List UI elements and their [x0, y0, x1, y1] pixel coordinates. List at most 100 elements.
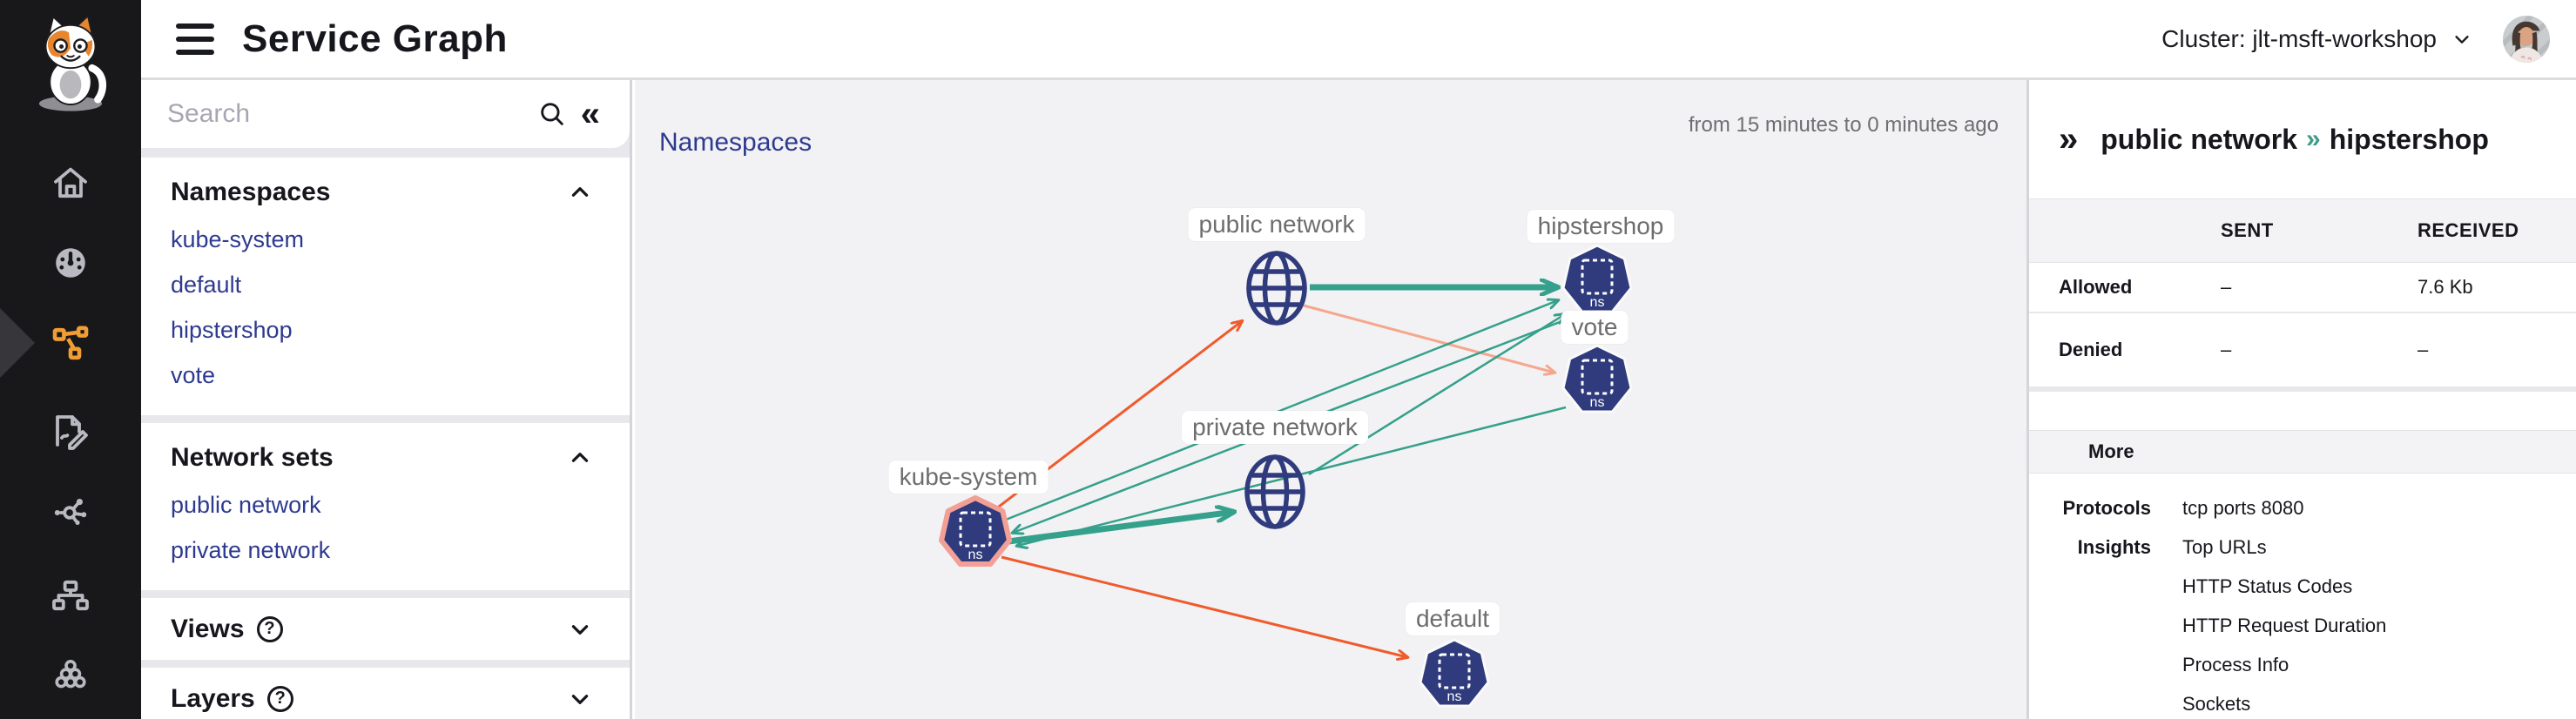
section-header[interactable]: Views?: [141, 598, 630, 660]
sidebar-item-private-network[interactable]: private network: [171, 537, 331, 563]
graph-node-vote[interactable]: ns: [1561, 344, 1633, 413]
calico-cat-logo: [21, 5, 120, 113]
cluster-label: Cluster: jlt-msft-workshop: [2161, 24, 2437, 52]
insights-row: Insights Top URLs: [2029, 527, 2576, 567]
traffic-row-allowed: Allowed – 7.6 Kb: [2029, 263, 2576, 313]
row-label: Allowed: [2059, 276, 2133, 298]
user-avatar[interactable]: [2503, 15, 2550, 63]
node-label-hipstershop[interactable]: hipstershop: [1527, 210, 1675, 243]
traffic-table-header: SENT RECEIVED: [2029, 198, 2576, 263]
section-header[interactable]: Network sets: [141, 423, 630, 477]
insight-item[interactable]: HTTP Status Codes: [2182, 575, 2353, 597]
node-label-vote[interactable]: vote: [1561, 311, 1629, 344]
sidebar-item-hipstershop[interactable]: hipstershop: [171, 317, 293, 343]
sidebar-item-kube-system[interactable]: kube-system: [171, 226, 305, 252]
sidebar-item-public-network[interactable]: public network: [171, 492, 321, 518]
sidebar-item-default[interactable]: default: [171, 272, 242, 298]
section-header[interactable]: Namespaces: [141, 158, 630, 212]
selected-edge-title: public network » hipstershop: [2101, 124, 2489, 156]
nav-topology-icon[interactable]: [50, 576, 91, 618]
edge-kube-system-to-hipstershop[interactable]: [1005, 300, 1558, 521]
sent-value: –: [2221, 276, 2232, 298]
nav-rail: [0, 0, 141, 719]
hamburger-menu-icon[interactable]: [176, 23, 214, 55]
service-graph-canvas[interactable]: ns ns ns ns public network hipstershop vote pr…: [635, 80, 2026, 719]
cluster-selector[interactable]: Cluster: jlt-msft-workshop: [2161, 25, 2471, 53]
collapse-sidebar-icon[interactable]: «: [574, 97, 607, 131]
protocols-label: Protocols: [2062, 497, 2151, 519]
insight-item[interactable]: HTTP Request Duration: [2182, 615, 2387, 636]
edge-target: hipstershop: [2329, 123, 2489, 155]
node-label-public-network[interactable]: public network: [1188, 208, 1366, 241]
search-icon[interactable]: [530, 99, 574, 129]
sidebar-item-vote[interactable]: vote: [171, 362, 216, 388]
chevron-up-icon[interactable]: [569, 447, 591, 469]
nav-policies-icon[interactable]: [50, 411, 91, 453]
chevron-down-icon: [2455, 35, 2469, 44]
namespace-badge: ns: [1590, 295, 1605, 310]
node-label-private-network[interactable]: private network: [1182, 411, 1368, 444]
graph-node-private-network[interactable]: [1244, 454, 1305, 529]
chevron-down-icon[interactable]: [569, 618, 591, 641]
traffic-row-denied: Denied – –: [2029, 313, 2576, 392]
graph-node-default[interactable]: ns: [1419, 638, 1490, 708]
edge-kube-system-to-private-network[interactable]: [1008, 512, 1234, 545]
nav-dashboard-icon[interactable]: [50, 242, 91, 284]
protocols-row: Protocols tcp ports 8080: [2029, 488, 2576, 527]
page-title: Service Graph: [242, 17, 508, 60]
section-header[interactable]: Layers?: [141, 668, 630, 719]
insights-label: Insights: [2077, 536, 2151, 558]
graph-node-hipstershop[interactable]: ns: [1561, 244, 1633, 313]
section-title: Layers: [171, 683, 255, 713]
filter-sidebar: « Namespaces kube-system default hipstersho…: [141, 80, 632, 719]
edge-public-network-to-vote[interactable]: [1303, 304, 1554, 373]
node-label-default[interactable]: default: [1405, 602, 1500, 635]
more-section-header: More: [2029, 430, 2576, 474]
node-label-kube-system[interactable]: kube-system: [888, 460, 1049, 494]
edge-kube-system-to-default[interactable]: [1001, 555, 1407, 657]
sent-value: –: [2221, 339, 2232, 360]
insight-item[interactable]: Sockets: [2182, 693, 2251, 715]
details-panel: » public network » hipstershop SENT RECE…: [2026, 80, 2576, 719]
section-title: Network sets: [171, 443, 334, 472]
chevron-up-icon[interactable]: [569, 181, 591, 204]
namespace-badge: ns: [1590, 395, 1605, 410]
section-title: Views: [171, 614, 245, 643]
top-bar: Service Graph Cluster: jlt-msft-workshop: [141, 0, 2576, 80]
insight-item[interactable]: Process Info: [2182, 654, 2289, 675]
received-value: 7.6 Kb: [2418, 276, 2473, 298]
section-views: Views?: [141, 598, 630, 660]
namespace-badge: ns: [968, 548, 983, 562]
graph-svg: ns ns ns ns: [939, 244, 1633, 708]
namespace-badge: ns: [1447, 689, 1462, 704]
search-bar: «: [141, 80, 630, 148]
active-nav-marker: [0, 306, 36, 380]
graph-breadcrumb[interactable]: Namespaces: [659, 128, 813, 157]
edge-source: public network: [2101, 123, 2298, 155]
edge-private-network-to-hipstershop[interactable]: [1308, 314, 1565, 476]
protocols-value: tcp ports 8080: [2182, 497, 2304, 519]
graph-node-kube-system[interactable]: ns: [939, 495, 1012, 567]
section-title: Namespaces: [171, 178, 331, 206]
insight-item[interactable]: Top URLs: [2182, 536, 2267, 558]
nav-service-graph-icon[interactable]: [50, 322, 91, 364]
section-layers: Layers?: [141, 668, 630, 719]
section-network-sets: Network sets public network private networ…: [141, 423, 630, 590]
graph-node-public-network[interactable]: [1246, 251, 1307, 326]
column-received: RECEIVED: [2418, 219, 2519, 241]
help-icon[interactable]: ?: [256, 615, 283, 642]
details-header: » public network » hipstershop: [2029, 80, 2576, 198]
chevron-down-icon[interactable]: [569, 688, 591, 710]
help-icon[interactable]: ?: [266, 685, 293, 712]
time-range-label: from 15 minutes to 0 minutes ago: [1688, 113, 1999, 137]
search-input[interactable]: [167, 99, 530, 129]
collapse-panel-icon[interactable]: »: [2059, 120, 2079, 158]
edge-direction-icon: »: [2306, 124, 2321, 153]
row-label: Denied: [2059, 339, 2123, 360]
nav-flow-visualizations-icon[interactable]: [50, 491, 91, 533]
nav-home-icon[interactable]: [50, 162, 91, 204]
nav-clusters-icon[interactable]: [50, 656, 91, 698]
received-value: –: [2418, 339, 2429, 360]
section-namespaces: Namespaces kube-system default hipstershop v…: [141, 158, 630, 415]
